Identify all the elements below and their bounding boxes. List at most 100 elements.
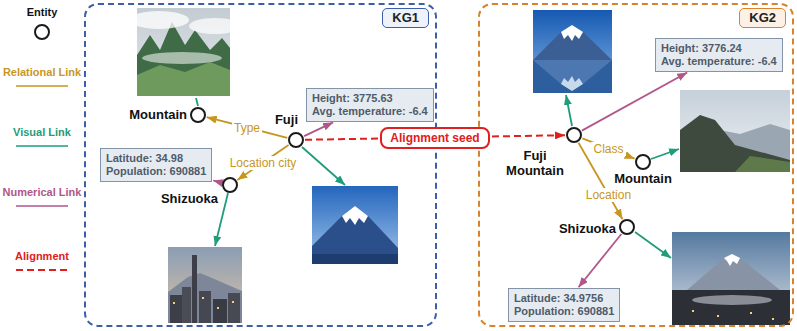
legend-sample [32,22,52,42]
photo-fuji [687,254,780,290]
photo-building [228,293,240,323]
legend-item: Numerical Link [2,186,82,210]
numerical-link [582,73,687,131]
photo-tower [192,255,197,323]
photo-sky [672,232,790,325]
kg-title: KG1 [382,8,429,28]
legend-text: Relational Link [2,66,82,79]
attribute-text: Avg. temperature: -6.4 [312,105,428,118]
photo-sky [680,90,790,172]
legend-sample [14,266,70,274]
entity-sample [35,25,49,39]
photo-snow [342,206,368,225]
entity-label: Shizuoka [559,221,616,236]
relation-label: Type [232,121,262,135]
photo-light [232,301,234,303]
photo-building [182,287,191,323]
photo-city [168,247,242,323]
photo-lake [533,60,612,93]
link-sample [16,85,68,87]
kg-title: KG2 [739,8,786,28]
photo-light [750,312,752,314]
entity-label: Fuji [275,112,298,127]
link-sample [16,145,68,147]
legend-text: Alignment [2,250,82,263]
link-sample [16,269,68,271]
legend-sample [14,202,70,210]
attribute-text: Height: 3775.63 [312,92,428,105]
legend-text: Entity [2,6,82,19]
photo-sky [312,186,398,264]
entity-circle: Shizuoka [222,177,238,193]
entity-circle: Mountain [190,107,206,123]
photo-building [170,295,182,323]
attribute-text: Latitude: 34.98 [106,152,206,165]
photo-fuji-blue [312,186,398,264]
photo-grass [735,156,790,172]
photo-mountain [533,25,612,60]
photo-snow [724,254,740,266]
photo-shizuoka-town [672,232,790,325]
legend-item: Visual Link [2,126,82,150]
attribute-text: Avg. temperature: -6.4 [661,55,777,68]
numerical-link [213,181,221,183]
numerical-link [304,122,333,136]
photo-building [199,291,211,323]
photo-town [672,290,790,325]
entity-circle: Shizuoka [619,219,635,235]
photo-mist [129,11,189,29]
attribute-box: Latitude: 34.9756Population: 690881 [508,288,620,322]
legend-sample [14,82,70,90]
relational-link [582,138,634,158]
photo-light [217,307,219,309]
visual-link [196,98,198,106]
visual-link [635,232,671,258]
photo-sky [533,10,612,93]
photo-hills [137,62,230,96]
photo-reflection-snow [561,76,583,91]
attribute-text: Height: 3776.24 [661,42,777,55]
photo-snow [561,25,583,41]
relation-label: Location [584,188,633,202]
entity-label: Mountain [129,107,187,122]
attribute-text: Population: 690881 [106,165,206,178]
legend-item: Alignment [2,250,82,274]
attribute-box: Height: 3776.24Avg. temperature: -6.4 [655,38,783,72]
photo-light [772,318,774,320]
visual-link [651,149,679,159]
photo-light [717,315,719,317]
attribute-box: Height: 3775.63Avg. temperature: -6.4 [306,88,434,122]
photo-light [173,302,175,304]
photo-green-mountains [129,8,241,96]
legend-item: Entity [2,6,82,42]
photo-fuji-lake [533,10,612,93]
photo-building [213,299,227,323]
legend-item: Relational Link [2,66,82,90]
photo-light [202,297,204,299]
entity-circle: Fuji Mountain [566,127,582,143]
photo-light [692,310,694,312]
legend-text: Visual Link [2,126,82,139]
photo-rocky-peak [680,90,790,172]
photo-mist [142,52,222,64]
photo-mist [189,18,241,34]
attribute-text: Population: 690881 [514,305,614,318]
numerical-link [579,234,622,287]
photo-near-peak [680,115,790,172]
kg-region: KG2Height: 3776.24Avg. temperature: -6.4… [478,3,794,327]
photo-far-mountain [168,273,242,323]
relation-label: Class [591,142,625,156]
link-sample [16,205,68,207]
entity-label: Fuji Mountain [503,148,567,178]
photo-sky [168,247,242,323]
photo-reflection [533,60,612,91]
legend-text: Numerical Link [2,186,82,199]
alignment-label: Alignment seed [380,127,489,149]
photo-haze [692,295,772,305]
visual-link [566,95,572,126]
attribute-text: Latitude: 34.9756 [514,292,614,305]
entity-label: Shizuoka [161,191,218,206]
legend-sample [14,142,70,150]
photo-foreground [312,254,398,264]
